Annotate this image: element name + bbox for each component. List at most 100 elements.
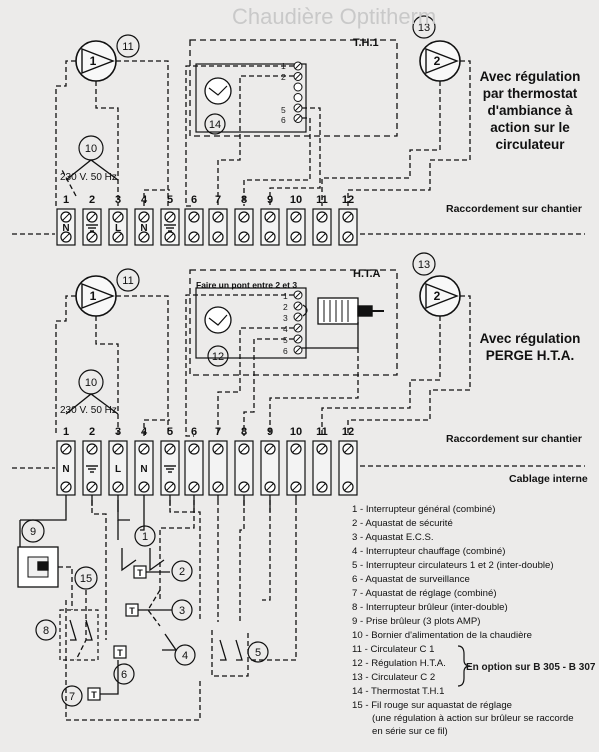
neutral-mark: N [140,223,147,234]
pump-number: 2 [434,54,441,68]
wire [217,327,294,436]
hta-box-title: H.T.A [353,268,381,280]
callout-13 [412,15,436,39]
callout-11 [116,34,140,58]
wire [347,60,471,206]
hta-terminal-1: 1 [283,291,288,301]
callout-12-number: 12 [212,351,224,363]
terminal-number: 12 [342,426,354,438]
wire [169,500,201,620]
wire [143,189,170,206]
terminal-number: 10 [290,194,302,206]
burner-plug-icon [17,546,59,588]
legend-item: 3 - Aquastat E.C.S. [352,532,434,543]
wire [185,65,294,207]
callout-1 [134,525,156,547]
legend-item: 15 - Fil rouge sur aquastat de réglage [352,700,512,711]
callout-5-number: 5 [255,647,261,659]
switch-1 [121,548,137,572]
terminal-number: 3 [115,194,121,206]
hta-terminal-2: 2 [283,302,288,312]
pump-number: 2 [434,289,441,303]
hta-terminal-5: 5 [283,335,288,345]
callout-11-number: 11 [122,275,133,287]
terminal-number: 9 [267,426,273,438]
terminal-number: 7 [215,426,221,438]
callout-13 [412,252,436,276]
legend-item: 12 - Régulation H.T.A. [352,658,446,669]
bridge-wire [302,304,308,317]
legend-item: 13 - Circulateur C 2 [352,672,436,683]
middle-section-title: Avec régulation PERGE H.T.A. [470,330,590,364]
callout-13-number: 13 [418,259,430,271]
option-note: En option sur B 305 - B 307 [466,662,596,673]
top-title-line: d'ambiance à [487,103,573,118]
wire [140,500,145,531]
wire [55,295,76,436]
pump-number: 1 [90,289,97,303]
wire [185,294,294,437]
hta-regulator [195,287,307,359]
th1-terminal-2: 2 [281,72,286,82]
neutral-mark: N [62,223,69,234]
terminal-number: 9 [267,194,273,206]
wire [91,500,107,640]
wire [321,81,441,206]
callout-8 [35,619,57,641]
switch-8 [85,619,93,641]
legend-item: 14 - Thermostat T.H.1 [352,686,445,697]
callout-14-number: 14 [209,119,221,131]
temperature-probe [317,297,359,325]
top-voltage-label: 230 V. 50 Hz [60,172,117,183]
callout-4 [174,644,196,666]
legend-item: 10 - Bornier d'alimentation de la chaudi… [352,630,532,641]
probe-connector [357,305,373,317]
wire [75,590,87,661]
top-title-line: circulateur [495,137,565,152]
callout-10-number: 10 [85,143,97,155]
callout-9-number: 9 [30,526,36,538]
background-header-text: Chaudière Optitherm [232,4,437,29]
neutral-mark: N [140,464,147,475]
wire [269,107,321,206]
switch-1 [149,548,165,572]
wire [95,316,119,436]
neutral-mark: N [62,464,69,475]
pump-number: 1 [90,54,97,68]
wire [117,500,130,521]
wire [143,419,170,436]
top-title-line: Avec régulation [479,69,581,84]
hta-terminal-3: 3 [283,313,288,323]
callout-1-number: 1 [142,531,148,543]
top-title-line: action sur le [490,120,570,135]
wire [347,295,471,436]
top-raccordement-label: Raccordement sur chantier [446,203,582,215]
cablage-interne-label: Cablage interne [509,473,588,485]
live-mark: L [115,464,121,475]
th1-terminal-6: 6 [281,115,286,125]
switch-5-frame [211,630,249,677]
terminal-number: 8 [241,194,247,206]
screw-icon [293,82,303,92]
terminal-number: 10 [290,426,302,438]
terminal-number: 1 [63,426,69,438]
wire [250,500,297,661]
switch-5 [219,639,227,661]
callout-6 [113,663,135,685]
callout-15 [74,566,98,590]
legend-item: 2 - Aquastat de sécurité [352,518,453,529]
th1-terminal-1: 1 [281,61,286,71]
live-mark: L [115,223,121,234]
legend-item: 7 - Aquastat de réglage (combiné) [352,588,497,599]
callout-12 [207,345,229,367]
top-section-title: Avec régulation par thermostat d'ambianc… [470,68,590,153]
terminal-number: 6 [191,194,197,206]
switch-8 [69,619,77,641]
terminal-number: 4 [141,426,148,438]
wire [100,660,119,695]
wire [95,81,119,206]
terminal-number: 5 [167,426,173,438]
mid-terminal-11 [312,440,332,496]
callout-2-number: 2 [179,566,185,578]
